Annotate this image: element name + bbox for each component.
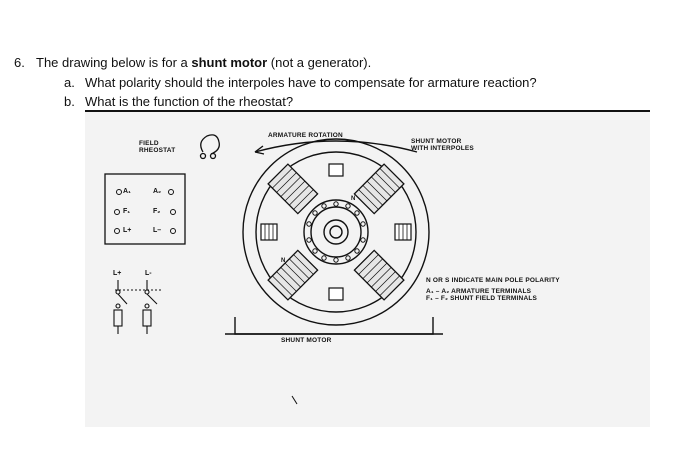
terminal-box: [104, 173, 186, 245]
question-part-b: b. What is the function of the rheostat?: [64, 94, 293, 110]
diagram-title-line-2: WITH INTERPOLES: [411, 145, 474, 152]
legend-line-1: N OR S INDICATE MAIN POLE POLARITY: [426, 277, 560, 284]
part-a-text: What polarity should the interpoles have…: [85, 75, 537, 90]
question-6: 6. The drawing below is for a shunt motor…: [14, 55, 371, 71]
pole-mark-bottom-left: N: [281, 258, 286, 264]
terminal-a2: A₂: [153, 188, 162, 195]
shunt-motor-diagram: FIELD RHEOSTAT ARMATURE ROTATION SHUNT M…: [85, 110, 650, 427]
field-rheostat-line-2: RHEOSTAT: [139, 147, 176, 154]
armature-outer: [303, 199, 369, 265]
legend-line-3: F₁ – F₂ SHUNT FIELD TERMINALS: [426, 295, 538, 302]
diagram-title: SHUNT MOTOR WITH INTERPOLES: [411, 138, 474, 152]
interpole-coils: [264, 224, 408, 240]
motor-drawing: [104, 134, 443, 405]
diagram-title-line-1: SHUNT MOTOR: [411, 138, 462, 145]
part-b-label: b.: [64, 94, 75, 109]
motor-frame-outer: [242, 138, 430, 326]
part-a-label: a.: [64, 75, 75, 90]
field-rheostat-label: FIELD RHEOSTAT: [139, 140, 175, 154]
pole-windings: [272, 168, 400, 296]
legend: N OR S INDICATE MAIN POLE POLARITY A₁ – …: [426, 277, 560, 302]
terminal-lminus: L–: [153, 227, 162, 234]
question-number: 6.: [14, 55, 25, 70]
supply-switch: [113, 280, 161, 334]
part-b-text: What is the function of the rheostat?: [85, 94, 294, 109]
question-text-before: The drawing below is for a: [36, 55, 192, 70]
armature-middle: [310, 206, 362, 258]
main-poles: [267, 163, 405, 301]
rheostat-symbol: [199, 134, 220, 160]
terminal-a1: A₁: [123, 188, 131, 195]
legend-line-2: A₁ – A₂ ARMATURE TERMINALS: [426, 288, 532, 295]
terminal-f1: F₁: [123, 208, 131, 215]
field-rheostat-line-1: FIELD: [139, 140, 159, 147]
question-text-bold: shunt motor: [191, 55, 268, 70]
motor-frame-inner: [255, 151, 417, 313]
rotation-arrow: [254, 140, 418, 153]
armature-hub: [323, 219, 349, 245]
armature-rotation-label: ARMATURE ROTATION: [268, 132, 343, 139]
diagram-caption: SHUNT MOTOR: [281, 337, 332, 344]
supply-lplus: L+: [113, 270, 122, 277]
question-part-a: a. What polarity should the interpoles ha…: [64, 75, 537, 91]
supply-lminus: L-: [145, 270, 152, 277]
terminal-lplus: L+: [123, 227, 132, 234]
pole-mark-top-right: N: [351, 196, 356, 202]
question-text-after: (not a generator).: [267, 55, 372, 70]
terminal-f2: F₂: [153, 208, 161, 215]
